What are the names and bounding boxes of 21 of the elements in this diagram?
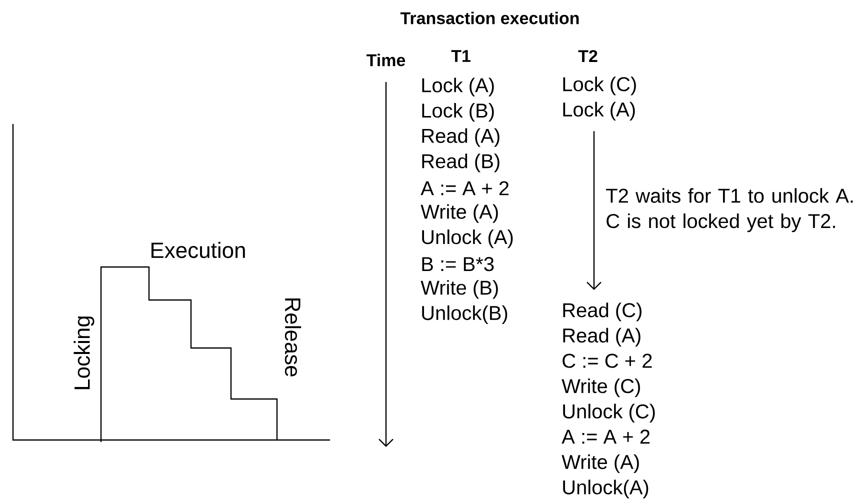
statement: Unlock (A) — [422, 230, 513, 248]
statement: Read (A) — [422, 128, 500, 147]
statement: Write (B) — [420, 280, 498, 299]
statement: B := B*3 — [422, 257, 494, 272]
statement-list: Lock (C) Lock (A) — [563, 76, 636, 121]
statement: Lock (B) — [422, 103, 494, 122]
statement: Lock (A) — [422, 78, 494, 96]
statement: A := A + 2 — [420, 181, 509, 196]
statement-list: Read (C) Read (A) C := C + 2 Write (C) Unlock (C) A := A + 2 Write (A) Unlock(A) — [562, 302, 655, 498]
column-heading: Time — [366, 54, 406, 66]
phase-label: Execution — [152, 242, 245, 258]
column-heading: T2 — [578, 50, 598, 62]
phase-label: Release — [284, 298, 302, 376]
statement: Write (A) — [420, 204, 498, 223]
phase-label: Locking — [74, 316, 94, 390]
arrow — [586, 131, 602, 290]
title: Transaction execution — [400, 12, 579, 24]
edge-label: T2 waits for T1 to unlock A. C is not locked yet by T2. — [604, 187, 868, 234]
column-heading: T1 — [451, 50, 470, 62]
statement: Unlock(B) — [422, 305, 508, 324]
statement: Read (B) — [422, 154, 500, 172]
